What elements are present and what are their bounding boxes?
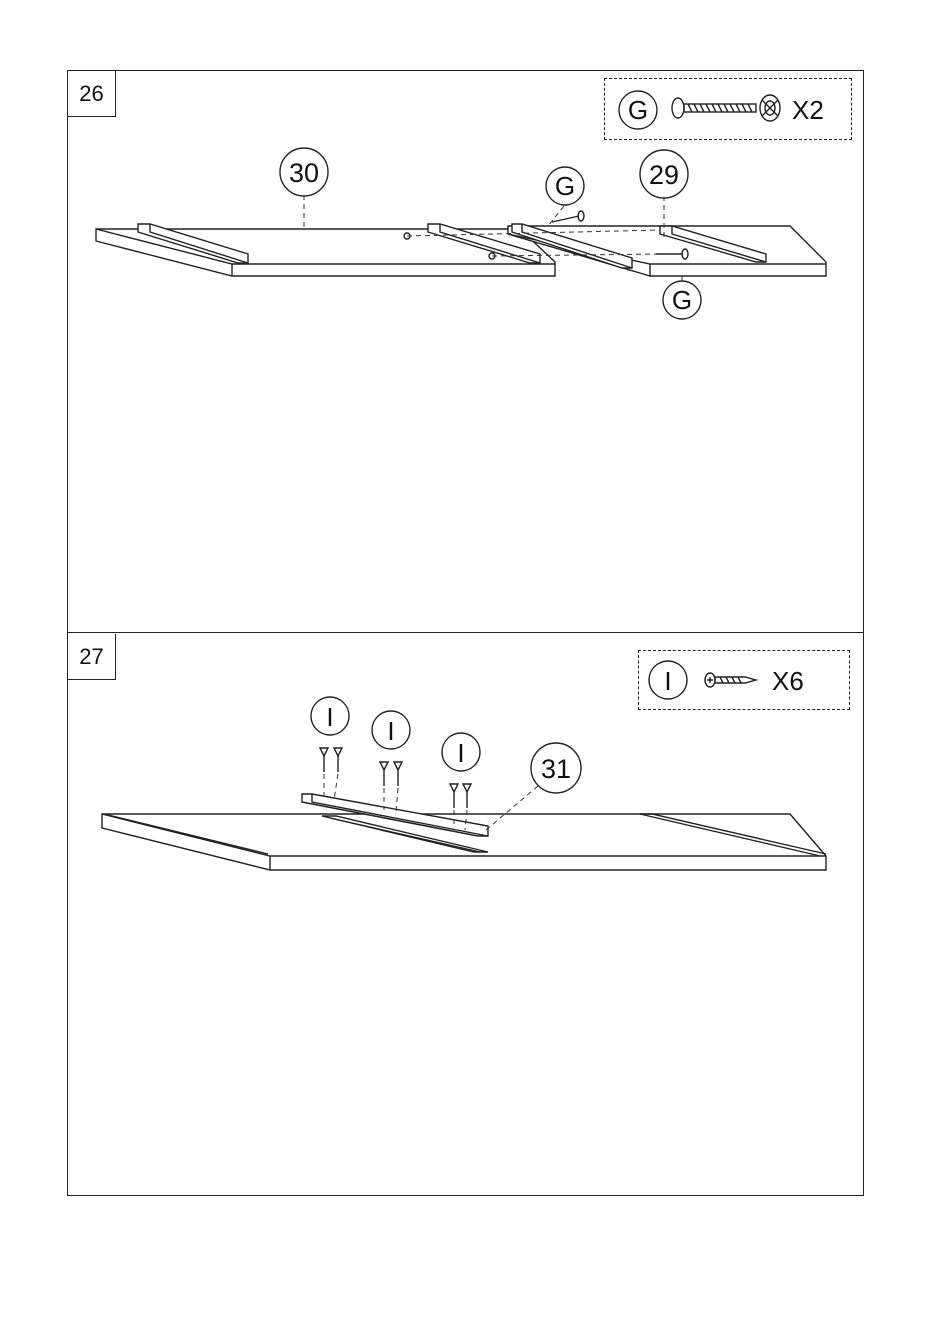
hardware-i-label-1: I [326,702,333,732]
hardware-g-label-lower: G [672,285,692,315]
hardware-i-quantity: X6 [772,666,804,696]
screw-g-upper [552,211,584,222]
step-26-hardware-legend: G X2 [619,91,824,129]
step-27-hardware-legend: I X6 [649,661,804,699]
wood-screw-icon [705,673,756,687]
hardware-i-label-2: I [387,716,394,746]
barrel-nut-icon [760,95,780,121]
hardware-i-label-3: I [457,738,464,768]
hardware-i-letter: I [664,666,671,696]
bolt-icon [672,98,756,118]
part-29-label: 29 [649,160,679,190]
part-30-label: 30 [289,158,319,188]
screws-i-group-1 [320,748,342,800]
hardware-g-label-upper: G [555,171,575,201]
part-31-label: 31 [541,754,571,784]
step-26-panel-30 [96,224,555,276]
hardware-g-letter: G [628,95,648,125]
screws-i-group-2 [380,762,402,812]
hardware-g-quantity: X2 [792,95,824,125]
